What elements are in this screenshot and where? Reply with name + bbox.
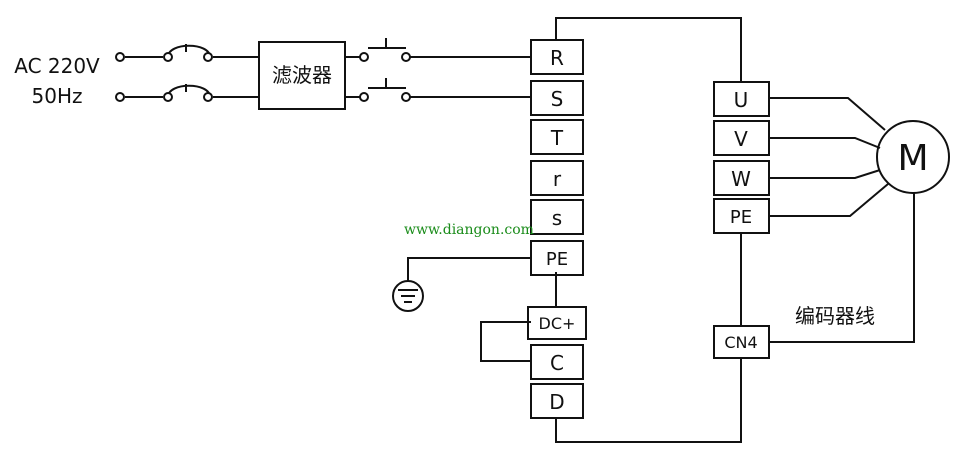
terminal-s-small-label: s	[552, 206, 562, 230]
source-voltage-label: AC 220V	[14, 54, 100, 78]
jumper-wire	[480, 321, 531, 362]
source-frequency-label: 50Hz	[32, 84, 83, 108]
input-terminal-boxes	[530, 39, 584, 276]
motor-wire-pe	[770, 183, 889, 217]
terminal-nodes	[115, 52, 411, 102]
terminal-dcplus-label: DC+	[539, 314, 576, 333]
motor-wire-v	[770, 137, 881, 149]
filter-label: 滤波器	[272, 63, 332, 87]
terminal-s-label: S	[551, 87, 564, 111]
motor-wire-w	[770, 169, 881, 179]
terminal-c-label: C	[550, 351, 564, 375]
driver-bottom-wire	[555, 358, 742, 443]
terminal-pe-output-label: PE	[730, 207, 752, 228]
filter-box	[258, 41, 346, 110]
motor-label: M	[897, 138, 928, 179]
encoder-cable-label: 编码器线	[795, 304, 875, 328]
terminal-r-label: R	[550, 46, 564, 70]
encoder-terminal-box	[713, 325, 770, 359]
terminal-w-label: W	[731, 167, 751, 191]
terminal-t-label: T	[550, 126, 564, 150]
encoder-wire	[770, 193, 915, 343]
watermark-text: www.diangon.com	[404, 222, 534, 238]
ground-symbol	[392, 280, 424, 312]
ground-wire	[407, 257, 531, 282]
terminal-pe-input-label: PE	[546, 249, 568, 270]
terminal-u-label: U	[734, 88, 749, 112]
brake-terminal-boxes	[527, 306, 587, 419]
driver-outline	[555, 17, 742, 82]
terminal-r-small-label: r	[553, 167, 562, 191]
terminal-v-label: V	[734, 127, 748, 151]
output-terminal-boxes	[713, 81, 770, 234]
motor-wire-u	[770, 97, 886, 131]
terminal-d-label: D	[549, 390, 564, 414]
terminal-cn4-label: CN4	[724, 333, 757, 352]
